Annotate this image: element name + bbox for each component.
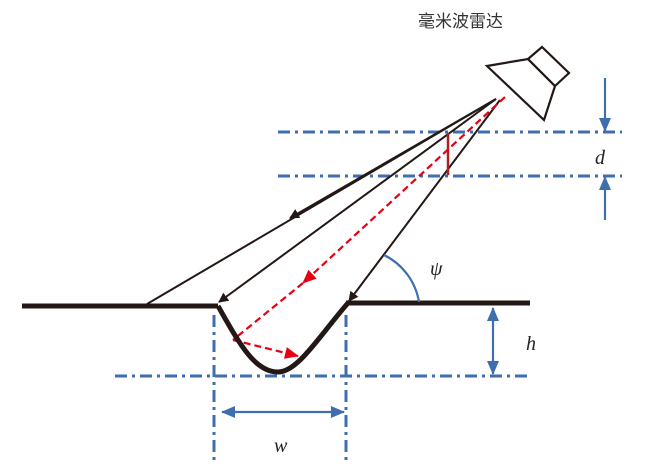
angle-psi-arc — [383, 254, 421, 303]
label-w: w — [274, 435, 288, 457]
label-d: d — [595, 147, 606, 169]
label-psi: ψ — [430, 258, 443, 280]
label-h: h — [526, 333, 536, 355]
reference-lines-pit — [115, 315, 530, 465]
ground-surface — [22, 300, 530, 375]
reflected-ray — [232, 96, 506, 359]
radar-rays — [146, 98, 501, 305]
radar-icon — [484, 45, 571, 122]
pothole-profile — [215, 301, 350, 375]
radar-title: 毫米波雷达 — [418, 12, 503, 32]
reference-lines-d — [278, 130, 622, 178]
